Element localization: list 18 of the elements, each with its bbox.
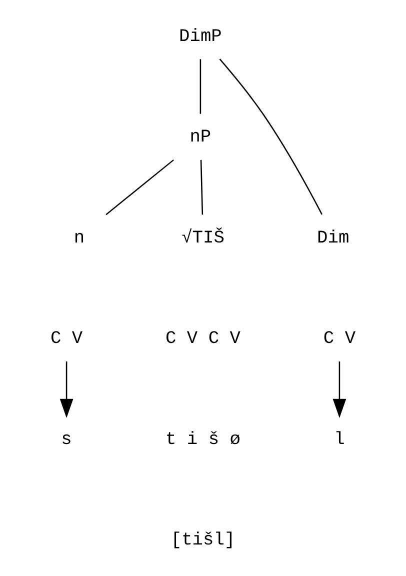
node-text: nP [190, 128, 212, 148]
arrow [332, 361, 346, 418]
connector [219, 58, 323, 215]
label: [tišl] [170, 530, 236, 551]
node-text: n [74, 228, 85, 248]
node-text: Dim [317, 228, 350, 248]
node-text: C V [323, 329, 356, 350]
node-text: DimP [179, 26, 222, 47]
node-text: C V [50, 329, 83, 350]
connector [200, 160, 204, 215]
node-text: C V C V [166, 329, 240, 350]
node-text: s [61, 430, 72, 450]
node-text: t i š ø [166, 430, 240, 450]
node-text: √TIŠ [182, 228, 224, 248]
connector [106, 159, 174, 216]
node-text: l [334, 430, 345, 450]
arrow [60, 361, 74, 418]
connector [200, 59, 202, 114]
